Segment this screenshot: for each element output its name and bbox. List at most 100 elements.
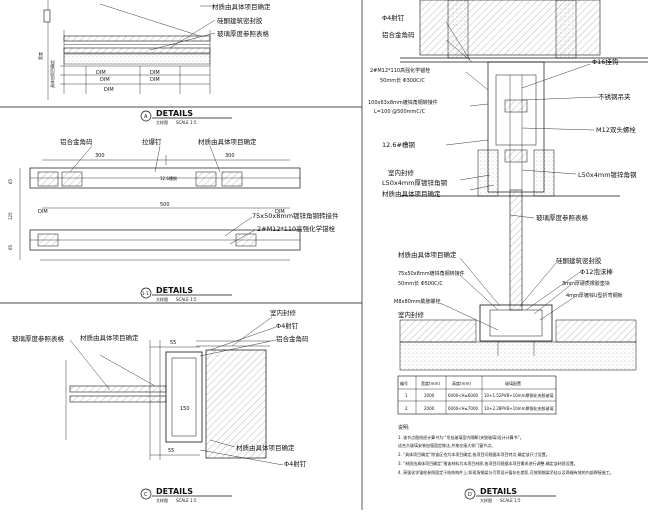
label-d-8: M12双头螺栓 bbox=[596, 125, 636, 134]
dim-11-2: DIM bbox=[38, 209, 48, 215]
title-11-sub: 大样图 bbox=[156, 296, 168, 302]
th-2: 高度(mm) bbox=[452, 380, 471, 386]
title-a-mark: A bbox=[144, 114, 148, 120]
label-d-22: M8x80mm膨胀螺栓 bbox=[394, 298, 441, 305]
dim-a-3: DIM bbox=[150, 77, 160, 83]
bottom-track bbox=[479, 304, 553, 342]
th-1: 宽度(mm) bbox=[421, 380, 440, 386]
label-c-2: Φ4射钉 bbox=[276, 321, 299, 330]
dim-a-0: DIM bbox=[96, 70, 106, 76]
title-d-sub: 大样图 bbox=[480, 497, 492, 503]
wall-section bbox=[205, 349, 267, 459]
glass-c bbox=[69, 385, 167, 393]
label-d-17: 50mm长 Φ500C/C bbox=[398, 280, 443, 287]
label-d-18: 硅酮建筑密封胶 bbox=[556, 256, 602, 265]
notes: 说明: 1. 该节点图纸经计算书为:“吊挂玻璃室内隔断(夹胶玻璃)设计计算书”。… bbox=[398, 424, 614, 475]
panel-1-1: 300 300 12.6槽钢 DIM 500 DIM 65 125 65 铝合金… bbox=[8, 137, 339, 302]
label-c-5: 材质由具体项目确定 bbox=[236, 443, 295, 452]
td-1-0: 2 bbox=[405, 406, 408, 411]
label-c-6: Φ4射钉 bbox=[284, 459, 307, 468]
td-1-2: 6000<H≤7000 bbox=[448, 406, 479, 411]
label-d-12: 材质由具体项目确定 bbox=[382, 189, 441, 198]
dim-c-1: 150 bbox=[180, 406, 190, 412]
dim-11-0: 300 bbox=[95, 153, 105, 159]
title-11-word: DETAILS bbox=[156, 286, 193, 295]
dim-11-4: DIM bbox=[275, 209, 285, 215]
label-d-11: L50x4mm厚镀锌角钢 bbox=[382, 178, 448, 187]
label-d-19: Φ12泡沫棒 bbox=[580, 267, 613, 276]
label-11-1: 拉爆钉 bbox=[142, 137, 162, 146]
dim-11-6: 125 bbox=[8, 212, 13, 220]
title-d-mark: D bbox=[468, 492, 472, 498]
td-0-0: 1 bbox=[405, 393, 408, 398]
label-d-9: 12.6#槽钢 bbox=[382, 140, 415, 149]
label-c-0: 室内封修 bbox=[270, 308, 297, 317]
dim-11-7: 65 bbox=[8, 244, 13, 250]
td-1-1: 2000 bbox=[424, 406, 435, 411]
title-11-mark: 1-1 bbox=[142, 291, 149, 296]
label-d-10: 室内封修 bbox=[388, 168, 415, 177]
label-d-1: 铝合金角码 bbox=[382, 30, 415, 39]
label-11-2: 材质由具体项目确定 bbox=[198, 137, 257, 146]
label-11-5: 2#M12*110高强化学锚栓 bbox=[257, 224, 336, 233]
note-0: 说明: bbox=[398, 424, 410, 431]
th-3: 玻璃配置 bbox=[505, 380, 521, 386]
dim-a-2: DIM bbox=[100, 77, 110, 83]
title-c-word: DETAILS bbox=[156, 487, 193, 496]
td-0-1: 2000 bbox=[424, 393, 435, 398]
note-4: 3. “材质由具体项目确定”指该材料为本项目材质,各项目问规据本项目需求进行调整… bbox=[398, 460, 578, 466]
title-c-mark: C bbox=[144, 492, 148, 498]
label-d-0: Φ4射钉 bbox=[382, 13, 405, 22]
label-d-4: Φ16挂钩 bbox=[592, 57, 619, 66]
glass-d bbox=[509, 189, 523, 311]
note-3: 2. “具体项目确定”除该区也为本项目确定,各项目问规据本项目特点,确定该尺寸设… bbox=[398, 451, 550, 457]
label-d-5: 100x63x8mm镀锌角钢转接件 bbox=[368, 99, 438, 106]
label-d-15: 材质由具体项目确定 bbox=[398, 250, 457, 259]
title-a-scale: SCALE 1:5 bbox=[176, 120, 197, 125]
label-d-7: 不锈钢吊夹 bbox=[598, 92, 631, 101]
label-d-21: 4mm厚镀锌U型折弯钢板 bbox=[566, 292, 623, 299]
dim-a-1: DIM bbox=[150, 70, 160, 76]
title-a-sub: 大样图 bbox=[156, 119, 168, 125]
side-a-1: 具体由项目确定 bbox=[49, 60, 55, 88]
label-d-6: L=100 @500mmC/C bbox=[374, 109, 426, 115]
title-c-sub: 大样图 bbox=[156, 497, 168, 503]
label-a-0: 材质由具体项目确定 bbox=[212, 2, 271, 11]
label-c-3: 铝合金角码 bbox=[276, 334, 309, 343]
label-d-14: 玻璃厚度参照表格 bbox=[536, 213, 589, 222]
note-2: 适合大玻璃安装加强固定做法,并按交接大样门窗节点。 bbox=[398, 442, 495, 448]
label-11-0: 铝合金角码 bbox=[60, 137, 93, 146]
panel-c: 55 150 55 室内封修 材质由具体项目确定 Φ4射钉 铝合金角码 玻璃厚度… bbox=[12, 308, 309, 503]
label-d-23: 室内封修 bbox=[398, 310, 425, 319]
dim-c-0: 55 bbox=[170, 340, 176, 346]
floor-slab bbox=[399, 341, 637, 371]
note-5: 4. 高强化学锚栓参照固定于结构构件上;如现场钢梁与引荐设计值存在差距,可按照钢… bbox=[398, 469, 614, 475]
label-d-16: 75x50x8mm镀锌角钢转接件 bbox=[398, 270, 465, 277]
td-0-3: 10+1.52PVB+10mm厚钢化夹胶玻璃 bbox=[484, 392, 553, 398]
label-c-1: 材质由具体项目确定 bbox=[80, 333, 139, 342]
label-c-4: 玻璃厚度参照表格 bbox=[12, 334, 65, 343]
label-d-20: 3mm厚硬质橡胶垫块 bbox=[562, 280, 610, 287]
td-0-2: 6000<H≤6000 bbox=[448, 393, 479, 398]
dim-a-4: DIM bbox=[104, 87, 114, 93]
title-c-scale: SCALE 1:5 bbox=[176, 498, 197, 503]
label-a-1: 硅酮建筑密封胶 bbox=[217, 16, 263, 25]
label-d-3: 50mm长 Φ300C/C bbox=[380, 77, 425, 84]
dim-11-3: 500 bbox=[160, 202, 170, 208]
panel-d: Φ4射钉 铝合金角码 2#M12*110高强化学锚栓 50mm长 Φ300C/C… bbox=[368, 0, 648, 503]
channel-label: 12.6槽钢 bbox=[160, 175, 177, 181]
title-a-word: DETAILS bbox=[156, 109, 193, 118]
label-11-4: 75x50x8mm镀锌角钢转接件 bbox=[252, 211, 339, 220]
dim-c-2: 55 bbox=[168, 448, 174, 454]
label-a-2: 玻璃厚度参照表格 bbox=[217, 29, 270, 38]
glass-table: 编号 宽度(mm) 高度(mm) 玻璃配置 1 2000 6000<H≤6000… bbox=[397, 375, 557, 415]
side-a-0: 宽度 bbox=[37, 52, 43, 60]
dim-11-1: 300 bbox=[225, 153, 235, 159]
frame-profile bbox=[165, 351, 203, 443]
title-d-word: DETAILS bbox=[480, 487, 517, 496]
dim-11-5: 65 bbox=[8, 178, 13, 184]
td-1-3: 10+2.28PVB+10mm厚钢化夹胶玻璃 bbox=[484, 405, 553, 411]
title-d-scale: SCALE 1:5 bbox=[500, 498, 521, 503]
